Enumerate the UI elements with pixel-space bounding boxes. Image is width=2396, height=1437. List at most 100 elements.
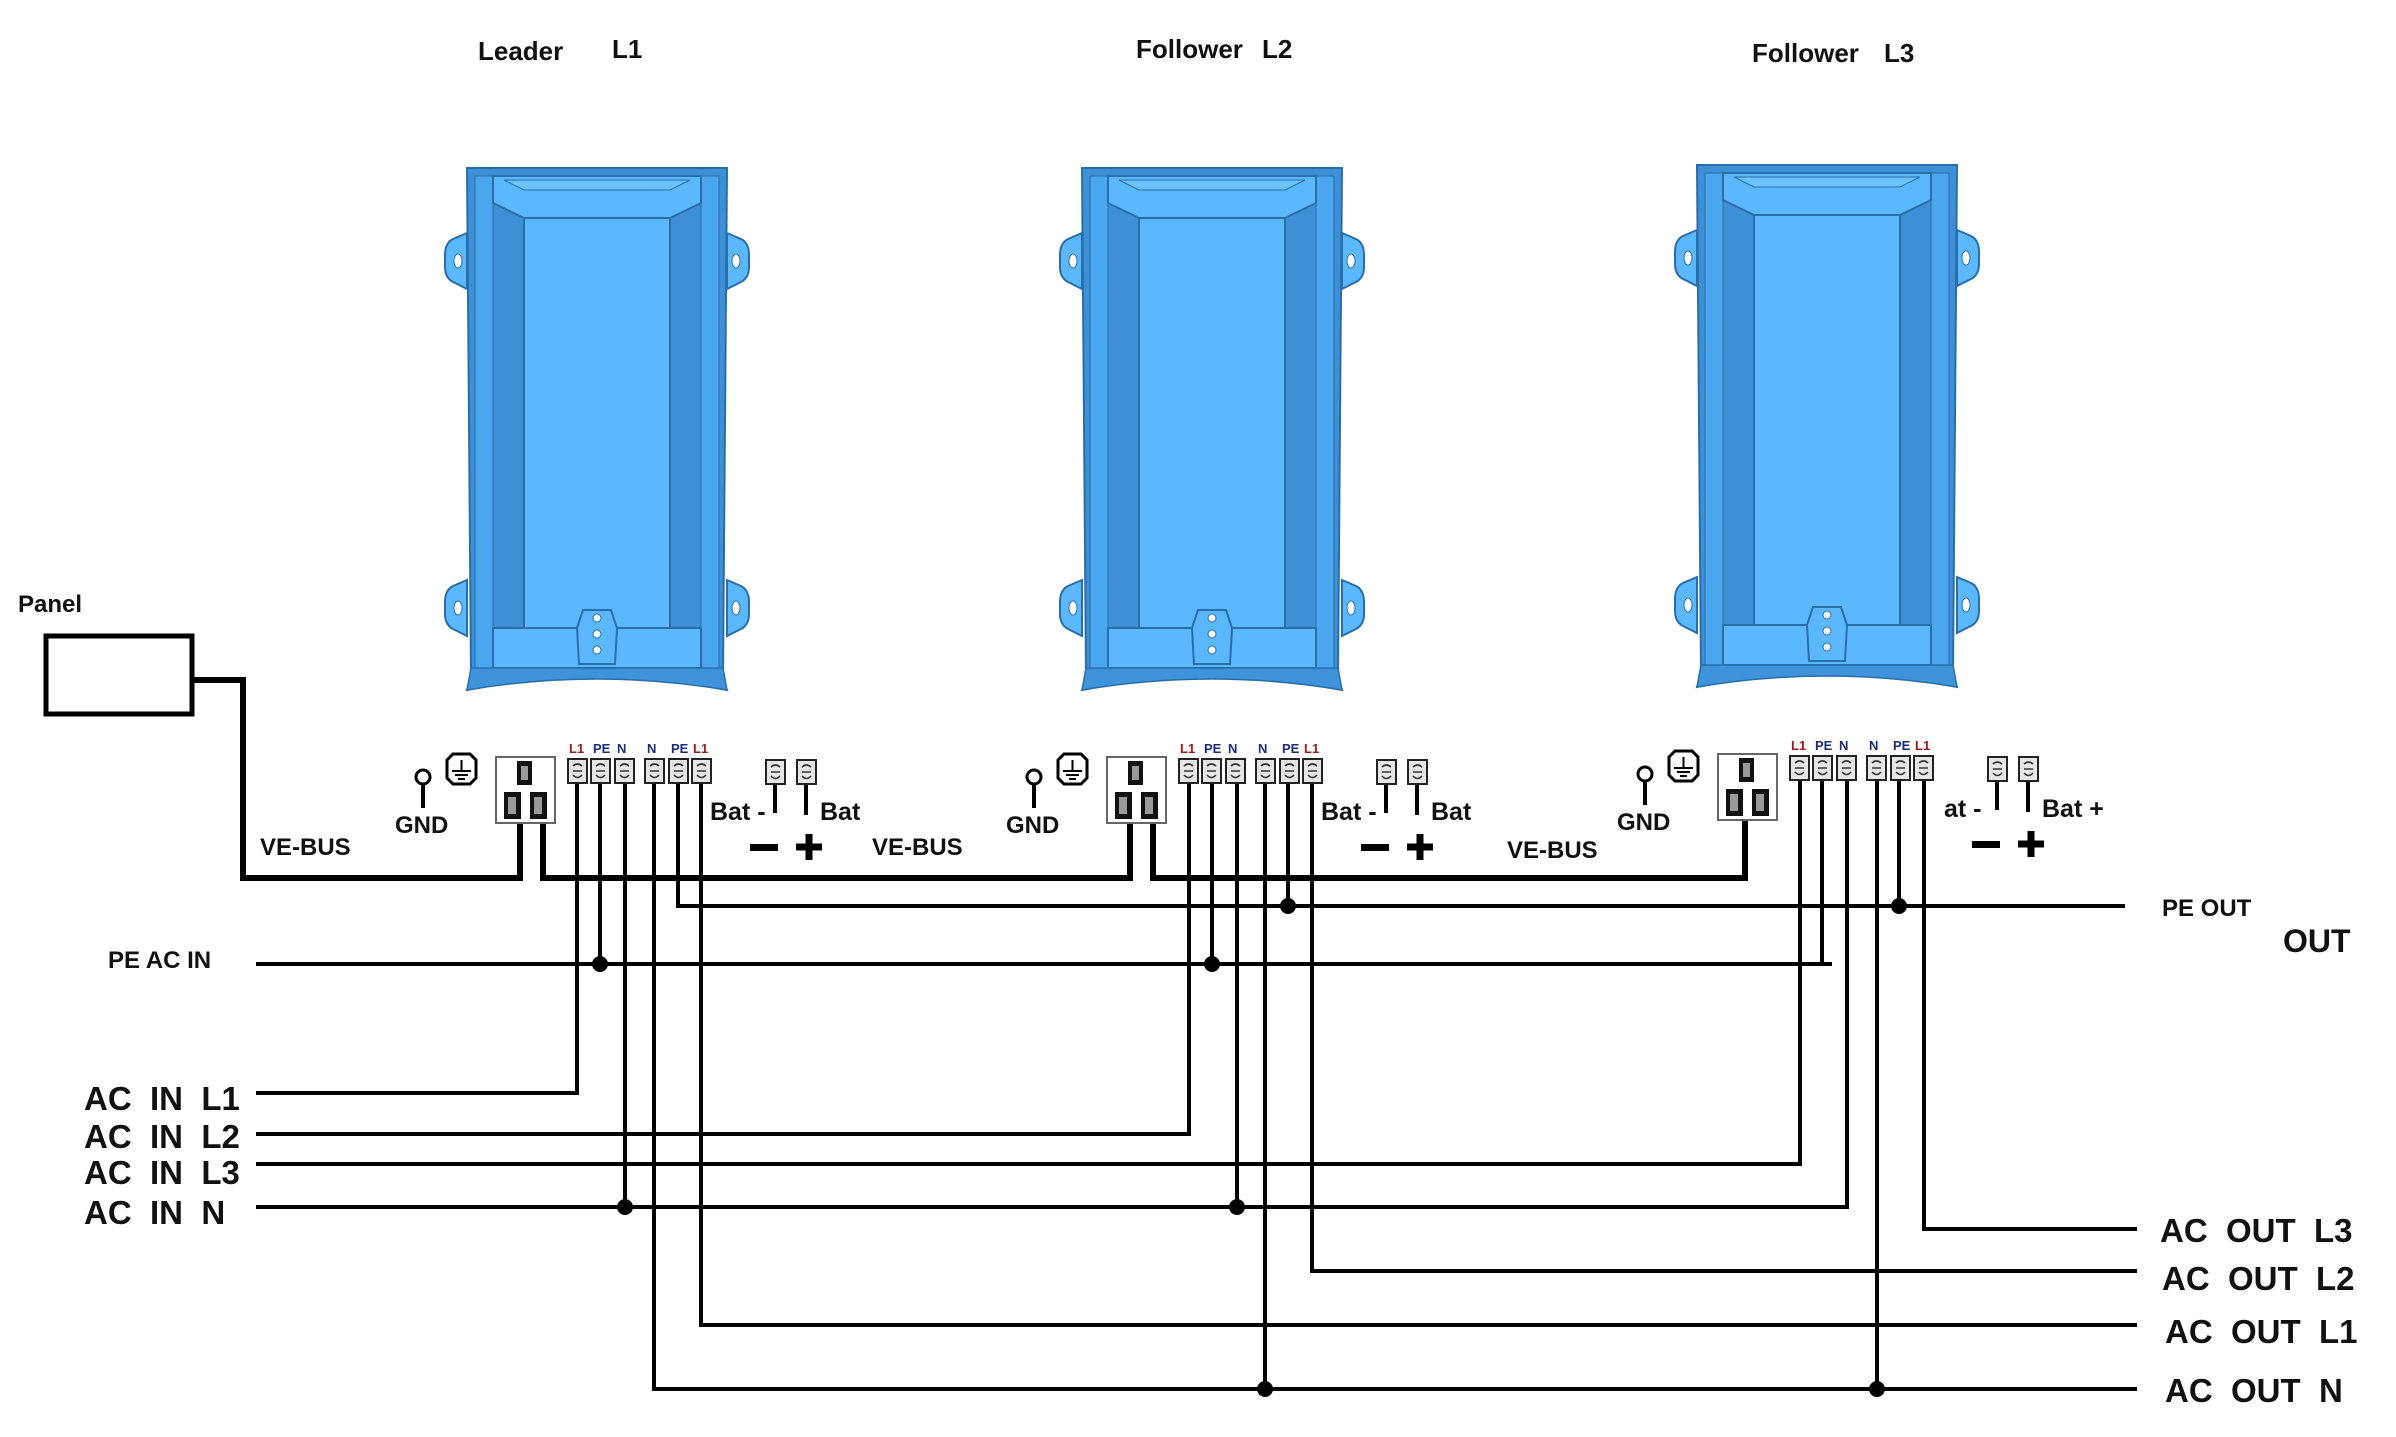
ac-in-terminal-label: PE [1815,738,1833,753]
ve-bus-port-contact [1743,763,1750,777]
device-top-bevel [503,179,691,191]
terminal-screw-icon [1794,760,1805,776]
junction-dot [1869,1381,1885,1397]
battery-positive-label: Bat [1431,798,1472,826]
ve-bus-port-contact [1119,797,1127,814]
terminal-screw-icon [2023,761,2034,777]
earth-glyph [1674,757,1693,777]
ac-out-l1-label: AC OUT L1 [2165,1313,2358,1350]
terminal-screw-icon [1871,760,1882,776]
ac-in-terminal-label: L1 [569,741,584,756]
terminal-screw-icon [1307,763,1318,779]
gnd-stud-icon [414,768,432,786]
device-top-bevel [1118,179,1306,191]
cable-hole [592,629,602,639]
ac-out-terminal-label: PE [671,741,689,756]
battery-positive-label: Bat [820,798,861,826]
ac-out-terminal-label: PE [1893,738,1911,753]
device-rail [1315,175,1335,679]
junction-dot [1204,956,1220,972]
device-rail [700,175,720,679]
mounting-hole [453,600,463,616]
gnd-label: GND [1617,809,1670,836]
battery-negative-label: Bat - [710,798,766,826]
ac-out-terminal-label: N [1869,738,1878,753]
cable-hole [1822,642,1832,652]
ac-in-terminal-label: N [1839,738,1848,753]
ac-in-l1-label: AC IN L1 [84,1080,240,1117]
cable-hole [592,645,602,655]
terminal-screw-icon [1412,764,1423,780]
ac-in-terminal-label: N [617,741,626,756]
inverter-charger-follower-l3 [1674,164,1980,689]
pe-ac-in-label: PE AC IN [108,947,211,974]
device-1-phase: L1 [612,34,642,64]
pe-out-label: PE OUT [2162,895,2252,922]
terminal-screw-icon [619,763,630,779]
mounting-hole [1683,250,1693,266]
terminal-screw-icon [673,763,684,779]
junction-dot [1280,898,1296,914]
ve-bus-label-1: VE-BUS [260,834,351,861]
gnd-label: GND [395,812,448,839]
terminal-screw-icon [1183,763,1194,779]
cable-hole [592,613,602,623]
battery-negative-label: Bat - [1321,798,1377,826]
terminal-screw-icon [1206,763,1217,779]
terminal-screw-icon [1260,763,1271,779]
ac-out-terminal-label: L1 [1915,738,1930,753]
earth-glyph [1063,760,1082,780]
junction-dot [1229,1199,1245,1215]
ac-in-l2-label: AC IN L2 [84,1118,240,1155]
ac-in-n-label: AC IN N [84,1194,225,1231]
device-rail [1089,175,1109,679]
device-front-panel [1753,214,1901,626]
plus-sign-icon [1407,834,1433,860]
mounting-hole [731,600,741,616]
ac-out-terminal-label: PE [1282,741,1300,756]
ac-out-l2-label: AC OUT L2 [2162,1260,2355,1297]
device-rail [1704,172,1724,676]
ac-out-terminal-label: L1 [693,741,708,756]
ve-bus-cable-leader-l2 [540,820,1133,881]
ac-in-terminal-label: PE [1204,741,1222,756]
ac-in-l3-label: AC IN L3 [84,1154,240,1191]
ac-in-terminal-label: PE [593,741,611,756]
ac-in-terminal-label: L1 [1791,738,1806,753]
device-front-panel [1138,217,1286,629]
device-bottom-flare [466,667,728,691]
junction-dot [592,956,608,972]
terminal-screw-icon [1841,760,1852,776]
gnd-stud-icon [1636,765,1654,783]
ac-out-l3-label: AC OUT L3 [2160,1212,2353,1249]
mounting-hole [1346,600,1356,616]
cable-hole [1207,645,1217,655]
minus-sign-icon [1361,844,1389,851]
mounting-hole [1068,600,1078,616]
mounting-hole [1683,597,1693,613]
plus-sign-icon [2018,831,2044,857]
device-1-role: Leader [478,36,563,66]
junction-dot [1891,898,1907,914]
cable-hole [1822,626,1832,636]
remote-panel [43,633,195,717]
ac-in-terminal-label: L1 [1180,741,1195,756]
cable-hole [1207,613,1217,623]
ve-bus-port-contact [1756,794,1764,811]
mounting-hole [1346,253,1356,269]
battery-positive-label: Bat + [2042,795,2104,823]
device-3-role: Follower [1752,38,1859,68]
terminal-screw-icon [595,763,606,779]
device-rail [1930,172,1950,676]
terminal-screw-icon [770,764,781,780]
device-top-bevel [1733,176,1921,188]
terminal-screw-icon [1381,764,1392,780]
terminal-screw-icon [572,763,583,779]
cable-hole [1207,629,1217,639]
minus-sign-icon [750,844,778,851]
terminal-screw-icon [1895,760,1906,776]
ve-bus-port-contact [1145,797,1153,814]
